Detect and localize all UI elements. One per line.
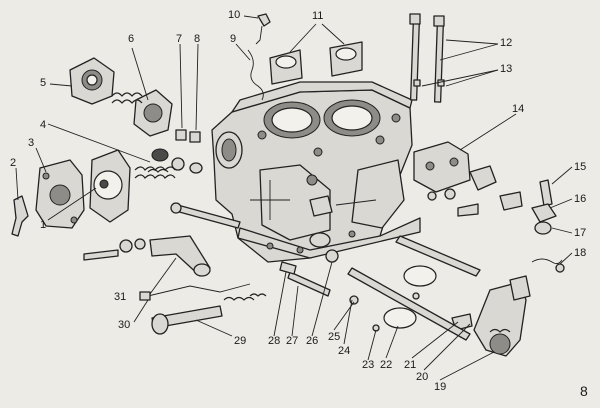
adjuster-screw-15 [539, 179, 553, 207]
econostat-cover [69, 57, 115, 105]
callout-23: 23 [362, 359, 374, 371]
callout-17: 17 [574, 227, 586, 239]
callout-12: 12 [500, 37, 512, 49]
lever-16 [499, 191, 557, 223]
throttle-valve-disc-23 [383, 265, 437, 329]
bracket-14 [413, 141, 471, 193]
jet-holder-9 [247, 49, 264, 101]
callout-3: 3 [28, 137, 34, 149]
callout-30: 30 [118, 319, 130, 331]
return-spring [134, 166, 176, 179]
callout-labels: 1 2 3 4 5 6 7 8 9 10 11 12 13 14 15 16 1… [10, 9, 588, 399]
callout-29: 29 [234, 335, 246, 347]
callout-31: 31 [114, 291, 126, 303]
callout-19: 19 [434, 381, 446, 393]
callout-1: 1 [40, 219, 46, 231]
callout-14: 14 [512, 103, 524, 115]
mixture-screw-27-28 [279, 261, 331, 297]
callout-15: 15 [574, 161, 586, 173]
callout-22: 22 [380, 359, 392, 371]
callout-4: 4 [40, 119, 46, 131]
callout-25: 25 [328, 331, 340, 343]
callout-27: 27 [286, 335, 298, 347]
choke-link [427, 165, 497, 217]
callout-2: 2 [10, 157, 16, 169]
throttle-shaft-24 [347, 235, 481, 341]
callout-21: 21 [404, 359, 416, 371]
callout-18: 18 [574, 247, 586, 259]
callout-6: 6 [128, 33, 134, 45]
accelerator-pump-cover [35, 159, 85, 229]
callout-24: 24 [338, 345, 350, 357]
clip-18 [531, 258, 565, 273]
figure-number: 8 [580, 383, 588, 399]
throttle-lever-assembly [451, 275, 531, 357]
connector-rod-30 [139, 283, 251, 301]
callout-26: 26 [306, 335, 318, 347]
nut-17 [534, 221, 552, 235]
cover-spring [111, 92, 143, 104]
long-studs [409, 13, 445, 103]
callout-10: 10 [228, 9, 240, 21]
callout-20: 20 [416, 371, 428, 383]
pump-shaft-31 [149, 202, 241, 277]
pump-lever [11, 195, 29, 237]
small-valve-parts [147, 129, 203, 174]
callout-13: 13 [500, 63, 512, 75]
callout-16: 16 [574, 193, 586, 205]
idle-screw-29 [151, 293, 267, 335]
callout-9: 9 [230, 33, 236, 45]
diaphragm-gasket [89, 149, 131, 223]
cover-diaphragm [133, 89, 173, 137]
leader-lines [15, 15, 573, 381]
mounting-screw [83, 238, 146, 261]
callout-7: 7 [176, 33, 182, 45]
callout-8: 8 [194, 33, 200, 45]
air-jet-fittings-11 [269, 41, 363, 85]
carburetor-body [211, 81, 421, 263]
callout-28: 28 [268, 335, 280, 347]
callout-11: 11 [312, 10, 323, 22]
callout-5: 5 [40, 77, 46, 89]
clip-10 [255, 13, 271, 45]
